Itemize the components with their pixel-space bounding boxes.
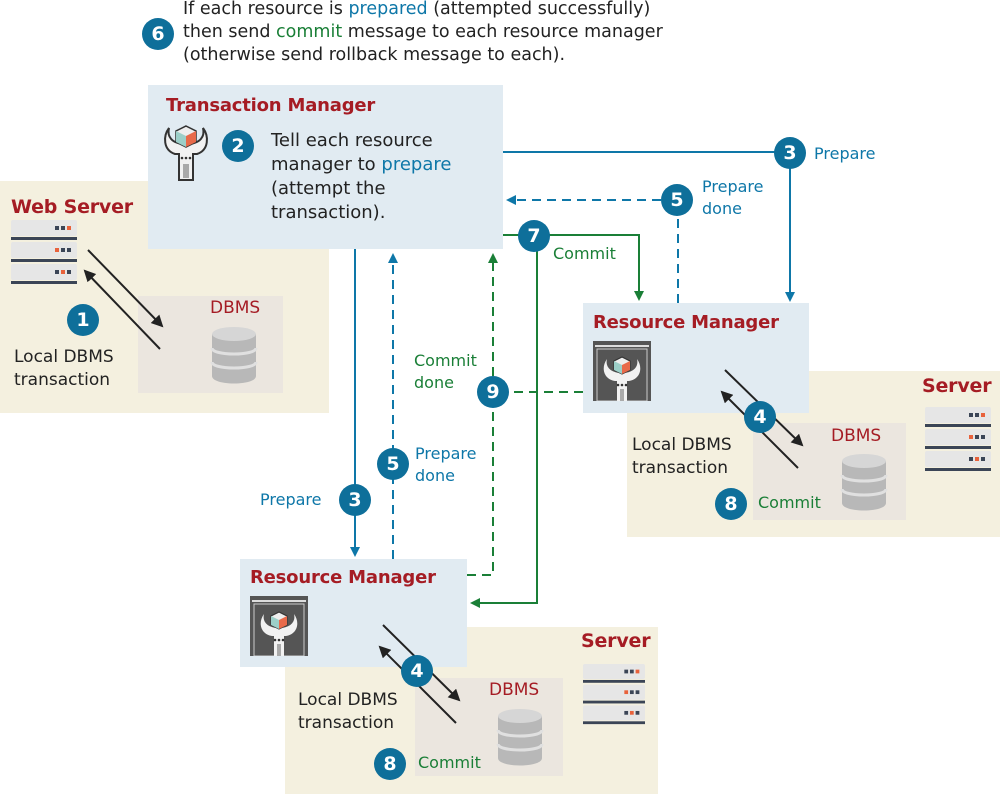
step-7-badge: 7 bbox=[518, 220, 550, 252]
keyword-commit: commit bbox=[276, 22, 343, 42]
web-server-title: Web Server bbox=[11, 196, 133, 218]
transaction-manager-box bbox=[148, 85, 503, 249]
bottom-dbms-label: DBMS bbox=[489, 680, 540, 700]
right-commit-label: Commit bbox=[758, 493, 821, 512]
wrench-window-icon bbox=[593, 341, 651, 401]
step-4-badge-right: 4 bbox=[744, 401, 776, 433]
step-6-badge: 6 bbox=[142, 18, 174, 50]
step-4-badge-bottom: 4 bbox=[401, 655, 433, 687]
step-2-badge: 2 bbox=[222, 130, 254, 162]
step-1-badge: 1 bbox=[67, 304, 99, 336]
commit-done-label: Commit done bbox=[414, 351, 477, 392]
prepare-label-right: Prepare bbox=[814, 144, 876, 163]
server-rack-icon bbox=[11, 220, 77, 284]
prepare-done-label-bottom: Prepare done bbox=[415, 444, 477, 485]
step-8-badge-right: 8 bbox=[715, 488, 747, 520]
prepare-done-label-right: Prepare done bbox=[702, 177, 764, 218]
commit-label: Commit bbox=[553, 244, 616, 263]
wrench-window-icon bbox=[250, 596, 308, 656]
transaction-manager-description: Tell each resource manager to prepare (a… bbox=[271, 130, 452, 223]
web-server-local-transaction-label: Local DBMS transaction bbox=[14, 347, 114, 390]
server-rack-icon bbox=[925, 407, 991, 471]
step-6-description: If each resource is prepared (attempted … bbox=[183, 0, 663, 65]
database-icon bbox=[496, 709, 544, 766]
step-3-badge-bottom: 3 bbox=[339, 484, 371, 516]
web-server-dbms-label: DBMS bbox=[210, 298, 261, 318]
transaction-manager-title: Transaction Manager bbox=[166, 95, 376, 116]
commit-arrow-bottom bbox=[470, 235, 538, 608]
step-3-badge-right: 3 bbox=[774, 137, 806, 169]
server-rack-icon bbox=[583, 664, 645, 725]
database-icon bbox=[840, 454, 888, 511]
resource-manager-right-title: Resource Manager bbox=[593, 312, 779, 333]
bottom-commit-label: Commit bbox=[418, 753, 481, 772]
step-8-badge-bottom: 8 bbox=[374, 748, 406, 780]
wrench-cube-icon bbox=[164, 125, 208, 181]
commit-done-arrow bbox=[467, 253, 498, 576]
right-dbms-label: DBMS bbox=[831, 426, 882, 446]
database-icon bbox=[210, 327, 258, 384]
resource-manager-bottom-title: Resource Manager bbox=[250, 567, 436, 588]
bottom-server-title: Server bbox=[581, 630, 651, 652]
step-9-badge: 9 bbox=[477, 376, 509, 408]
right-local-transaction-label: Local DBMS transaction bbox=[632, 435, 732, 478]
keyword-prepared: prepared bbox=[348, 0, 428, 19]
right-server-title: Server bbox=[922, 375, 992, 397]
prepare-label-bottom: Prepare bbox=[260, 490, 322, 509]
bottom-local-transaction-label: Local DBMS transaction bbox=[298, 690, 398, 733]
keyword-prepare: prepare bbox=[381, 154, 452, 175]
step-5-badge-bottom: 5 bbox=[377, 448, 409, 480]
step-5-badge-right: 5 bbox=[661, 184, 693, 216]
